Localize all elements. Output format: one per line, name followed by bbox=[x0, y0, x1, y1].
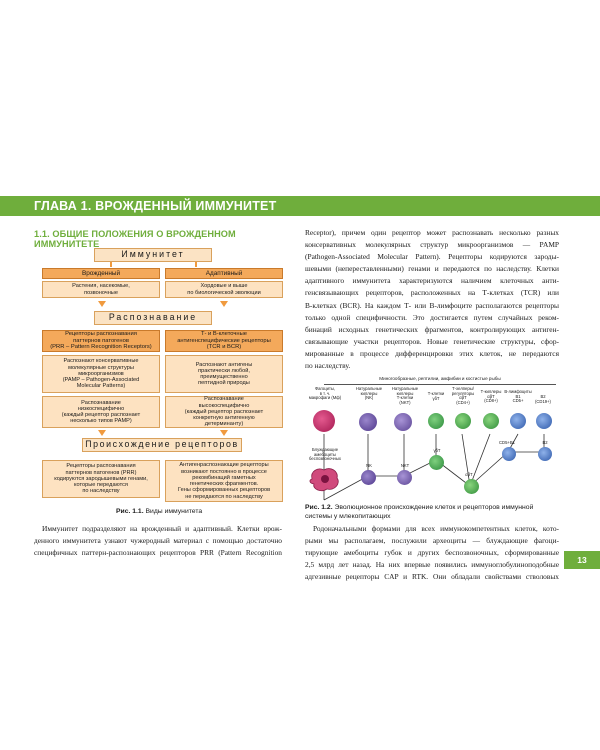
nkt-label: NKT bbox=[400, 463, 410, 468]
caption-number: Рис. 1.1. bbox=[116, 508, 144, 515]
caption-text: Виды иммунитета bbox=[145, 508, 203, 515]
text-line: 2,5 млрд лет назад. На них впервые появи… bbox=[305, 560, 559, 570]
text-line: Родоначальными формами для всех иммуноко… bbox=[313, 524, 559, 533]
text-line: только одной специфичности. Это достигае… bbox=[305, 312, 559, 322]
arrow bbox=[220, 430, 228, 436]
gdt-precursor-icon bbox=[429, 455, 444, 470]
arrow bbox=[98, 430, 106, 436]
amoebocyte-icon bbox=[309, 468, 339, 492]
tcr-bcr-box: Т- и В-клеточные антигенспецифические ре… bbox=[165, 330, 283, 352]
b1-cell-icon bbox=[510, 413, 526, 429]
connector bbox=[110, 262, 112, 267]
text-line: консервативных молекулярных структур мик… bbox=[305, 240, 559, 250]
nk-label: NK bbox=[366, 463, 372, 468]
text-line: Receptor), причем один рецептор может ра… bbox=[305, 228, 559, 237]
lineage-arrow bbox=[368, 434, 405, 477]
page-number: 13 bbox=[564, 551, 600, 569]
section-title: 1.1. ОБЩИЕ ПОЛОЖЕНИЯ О ВРОЖДЕННОМ ИММУНИ… bbox=[34, 229, 236, 249]
text-line: мированные в процессе дифференцировки эт… bbox=[305, 348, 559, 358]
text-line: бинаций исходных генетических фрагментов… bbox=[305, 324, 559, 334]
prr-origin-box: Рецепторы распознавания паттернов патоге… bbox=[42, 460, 160, 498]
macrophage-cell-icon bbox=[313, 410, 335, 432]
prr-box: Рецепторы распознавания паттернов патоге… bbox=[42, 330, 160, 352]
cell-label: Натуральные киллеры Т-клетки (NKT) bbox=[391, 386, 419, 405]
text-line: специфичных паттерн-распознающих рецепто… bbox=[34, 548, 282, 558]
lineage-arrow bbox=[469, 433, 491, 487]
connector bbox=[195, 262, 197, 267]
gdt-cell-icon bbox=[428, 413, 444, 429]
immunity-header: Иммунитет bbox=[94, 248, 212, 262]
amoebocyte-label: Блуждающие амебоциты беспозвоночных bbox=[309, 447, 341, 462]
cd8-t-cell-icon bbox=[483, 413, 499, 429]
text-line: Иммунитет подразделяют на врожденный и а… bbox=[42, 524, 282, 533]
cd5-b1-label: CD5+B1 bbox=[499, 440, 515, 445]
lineage-arrow bbox=[461, 433, 471, 487]
antigen-origin-box: Антигенраспознающие рецепторы возникают … bbox=[165, 460, 283, 502]
adaptive-desc: Хордовые и выше по биологической эволюци… bbox=[165, 281, 283, 298]
left-paragraph: Иммунитет подразделяют на врожденный и а… bbox=[34, 523, 282, 559]
figure-1-2-caption: Рис. 1.2. Эволюционное происхождение кле… bbox=[305, 503, 559, 521]
nkt-precursor-icon bbox=[397, 470, 412, 485]
recognition-header: Распознавание bbox=[94, 311, 212, 325]
text-line: генсвязывающих рецепторов, расположенных… bbox=[305, 288, 559, 298]
cd5-b1-precursor-icon bbox=[502, 447, 516, 461]
caption-number: Рис. 1.2. bbox=[305, 504, 333, 511]
text-line: связывающие участки рецепторов. Новые ге… bbox=[305, 336, 559, 346]
text-line: тирующие амебоциты губок и других беспоз… bbox=[305, 548, 559, 558]
top-bracket bbox=[324, 384, 556, 385]
cell-label: Т-хелперы/ регуляторы αβТ (CD4+) bbox=[451, 386, 475, 405]
text-line: шевыми (непереставленными) генами и пере… bbox=[305, 264, 559, 274]
arrow bbox=[98, 301, 106, 307]
abt-label: αβТ bbox=[465, 472, 473, 477]
cell-label: Фагоциты, в т. ч. макрофаги (Мф) bbox=[308, 386, 342, 401]
nkt-cell-icon bbox=[394, 413, 412, 431]
adaptive-box: Адаптивный bbox=[165, 268, 283, 279]
text-line: рыми мы располагаем, послужили археоциты… bbox=[305, 536, 559, 546]
chapter-title: ГЛАВА 1. ВРОЖДЕННЫЙ ИММУНИТЕТ bbox=[34, 199, 277, 213]
arrow bbox=[220, 301, 228, 307]
innate-box: Врожденный bbox=[42, 268, 160, 279]
figure-1-1-caption: Рис. 1.1. Виды иммунитета bbox=[116, 508, 202, 515]
lineage-arrow bbox=[403, 434, 437, 477]
nk-cell-icon bbox=[359, 413, 377, 431]
b2-cell-icon bbox=[536, 413, 552, 429]
text-line: адгезивные рецепторы CAP и RTK. Они обла… bbox=[305, 572, 559, 582]
nk-precursor-icon bbox=[361, 470, 376, 485]
cell-label: В-лимфоциты B1 CD5+ bbox=[504, 389, 532, 404]
gdt-label: γδТ bbox=[433, 448, 441, 453]
cell-label: Натуральные киллеры (NK) bbox=[355, 386, 383, 401]
text-line: адаптивного иммунитета характеризуются н… bbox=[305, 276, 559, 286]
high-specificity-box: Распознавание высокоспецифично (каждый р… bbox=[165, 396, 283, 428]
antigens-box: Распознают антигены практически любой, п… bbox=[165, 355, 283, 393]
text-line: по наследству. bbox=[305, 361, 351, 371]
text-line: денного иммунитета узнают чужеродный мат… bbox=[34, 536, 282, 546]
b2-precursor-icon bbox=[538, 447, 552, 461]
bottom-right-paragraph: Родоначальными формами для всех иммуноко… bbox=[305, 523, 559, 583]
caption-text: Эволюционное происхождение клеток и реце… bbox=[305, 504, 534, 520]
origin-header: Происхождение рецепторов bbox=[82, 438, 242, 452]
cell-label: B2 (CD19+) bbox=[535, 394, 551, 404]
pamp-box: Распознают консервативные молекулярные с… bbox=[42, 355, 160, 393]
b2-label: B2 bbox=[542, 440, 548, 445]
abt-precursor-icon bbox=[464, 479, 479, 494]
top-label: Миногообразные, рептилии, амфибии и кост… bbox=[379, 376, 501, 381]
cell-label: Т-киллеры αβТ (CD8+) bbox=[480, 389, 502, 404]
text-line: В-клетках (BCR). На каждом Т- или В-лимф… bbox=[305, 300, 559, 310]
innate-desc: Растения, насекомые, позвоночные bbox=[42, 281, 160, 298]
text-line: (Pathogen-Associated Molecular Pattern).… bbox=[305, 252, 559, 262]
low-specificity-box: Распознавание низкоспецифично (каждый ре… bbox=[42, 396, 160, 428]
chapter-bar bbox=[0, 196, 600, 216]
right-paragraph: Receptor), причем один рецептор может ра… bbox=[305, 227, 559, 372]
cell-label: Т-клетки γδТ bbox=[427, 391, 445, 401]
cd4-t-cell-icon bbox=[455, 413, 471, 429]
